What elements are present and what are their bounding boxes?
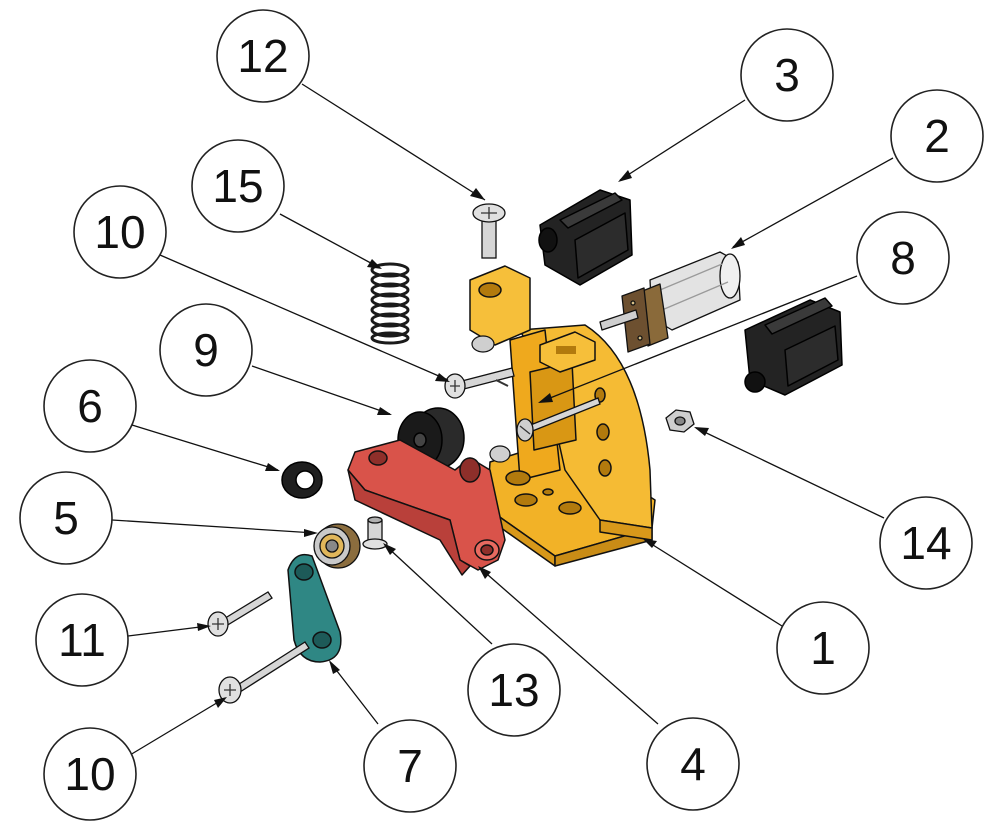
balloon-4: 4 [646,717,740,811]
balloon-3-label: 3 [774,49,800,101]
leader-lines [111,83,894,756]
balloon-14-label: 14 [900,517,951,569]
part-rubber-ring [281,461,323,499]
balloon-2: 2 [890,89,984,183]
balloon-3: 3 [740,28,834,122]
balloon-6: 6 [43,359,137,453]
part-gear-motor [599,251,741,353]
part-screw-10-upper [444,367,515,399]
balloon-12-label: 12 [237,30,288,82]
part-arm [347,439,506,576]
balloon-8: 8 [856,211,950,305]
part-link [287,553,342,663]
balloon-4-label: 4 [680,738,706,790]
part-bearing [313,523,361,569]
part-clip-lower [744,297,843,396]
balloon-12: 12 [216,9,310,103]
part-spring [370,262,410,345]
balloon-15: 15 [191,139,285,233]
part-screw-10-lower [218,641,310,704]
balloon-8-label: 8 [890,232,916,284]
part-screw-12 [472,203,506,259]
balloon-15-label: 15 [212,160,263,212]
balloon-11-label: 11 [58,614,106,666]
part-nut-small [471,335,511,463]
balloon-2-label: 2 [924,110,950,162]
balloon-6-label: 6 [77,380,103,432]
part-frame [469,265,656,567]
balloon-13-label: 13 [488,664,539,716]
part-screw-11 [207,591,273,637]
balloon-10-upper-label: 10 [94,206,145,258]
balloon-7: 7 [363,719,457,813]
balloon-10-lower: 10 [43,727,137,821]
balloon-1-label: 1 [810,622,836,674]
balloon-13: 13 [467,643,561,737]
balloon-5: 5 [19,471,113,565]
balloon-1: 1 [776,601,870,695]
balloon-10-upper: 10 [73,185,167,279]
balloon-9: 9 [159,303,253,397]
balloon-14: 14 [879,496,973,590]
part-shaft-screw [516,397,601,442]
balloon-9-label: 9 [193,324,219,376]
part-clip-top [538,189,633,286]
balloon-5-label: 5 [53,492,79,544]
balloon-7-label: 7 [397,740,423,792]
balloon-10-lower-label: 10 [64,748,115,800]
part-shoulder-screw [362,516,388,550]
part-nut-right [665,409,695,433]
balloon-11: 11 [35,593,129,687]
